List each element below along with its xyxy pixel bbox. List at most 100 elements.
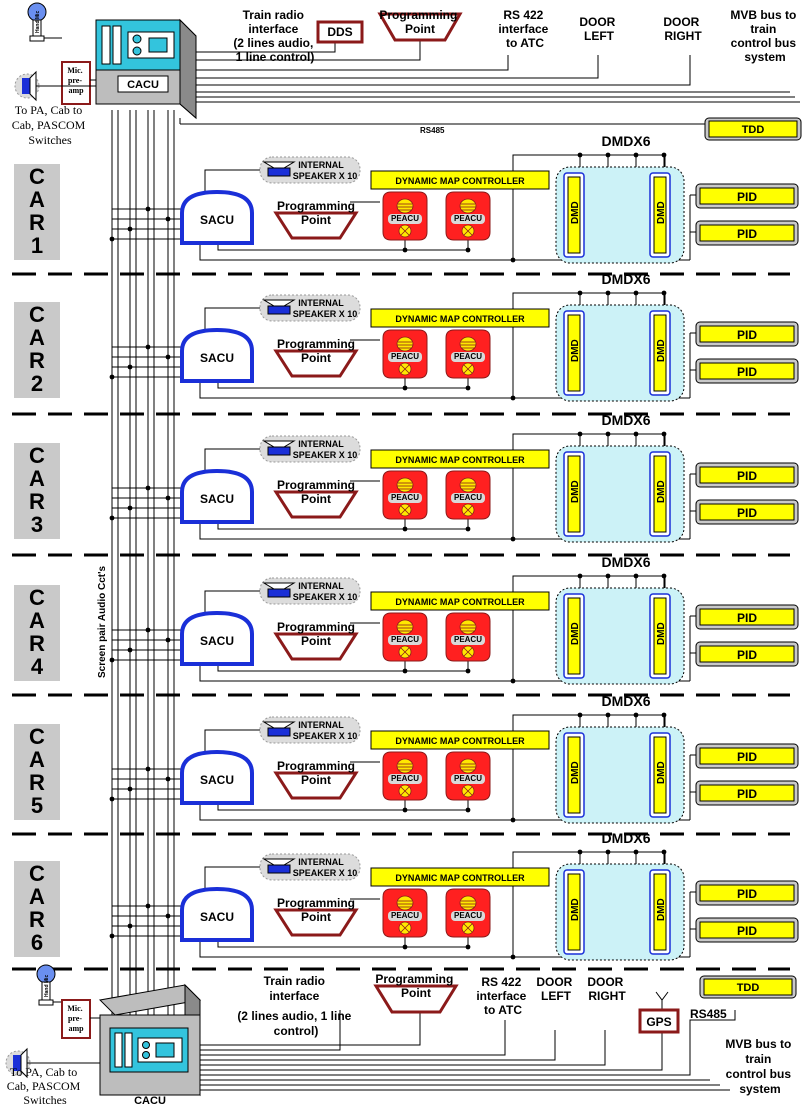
mvb-bottom-4: system	[739, 1082, 780, 1096]
train-radio-top-4: 1 line control)	[236, 50, 315, 64]
peacu-label: PEACU	[454, 911, 482, 920]
sacu-label: SACU	[200, 773, 234, 787]
car-label-letter: 1	[31, 233, 43, 258]
car-label-letter: R	[29, 770, 45, 795]
car-label-letter: A	[29, 608, 45, 633]
dmd-label: DMD	[570, 898, 581, 921]
dmd-label: DMD	[656, 201, 667, 224]
hand-mic-label: Hand Mic	[35, 11, 41, 33]
dynamic-map-controller	[370, 449, 550, 469]
svg-text:Programming Point: Programming Point	[379, 8, 460, 36]
dynamic-map-controller-label: DYNAMIC MAP CONTROLLER	[395, 736, 525, 746]
dynamic-map-controller-label: DYNAMIC MAP CONTROLLER	[395, 597, 525, 607]
car-label-letter: C	[29, 164, 45, 189]
dmd-screen	[567, 873, 581, 951]
pid-label: PID	[737, 887, 757, 901]
dmd-screen	[653, 455, 667, 533]
car-label-letter: A	[29, 325, 45, 350]
programming-point-label-2: Point	[301, 634, 331, 648]
programming-point-top-2: Point	[405, 22, 435, 36]
svg-text:Mic. pre- amp: Mic. pre- amp	[67, 66, 84, 95]
dmd-label: DMD	[656, 761, 667, 784]
mic-preamp-label-1: Mic.	[67, 66, 82, 75]
dmd-label: DMD	[656, 622, 667, 645]
rs422-bottom-3: to ATC	[484, 1003, 522, 1017]
tdd-bottom-box	[703, 978, 793, 996]
pid-label: PID	[737, 190, 757, 204]
car-label-letter: R	[29, 348, 45, 373]
pid-label: PID	[737, 787, 757, 801]
car-label-letter: 4	[31, 654, 44, 679]
svg-text:Train radio interface: Train radio interface (2 lines audio, 1 …	[237, 974, 354, 1038]
internal-speaker-label-2: SPEAKER X 10	[293, 731, 358, 741]
mic-preamp-bottom-2: pre-	[68, 1014, 82, 1023]
dmdx6-label: DMDX6	[601, 133, 650, 149]
car-label-letter: 6	[31, 930, 43, 955]
svg-text:MVB bus to train c: MVB bus to train control bus system	[730, 8, 799, 64]
car-label-box	[14, 585, 60, 681]
train-radio-top-1: Train radio	[243, 8, 304, 22]
peacu-label: PEACU	[391, 493, 419, 502]
sacu-unit	[180, 327, 254, 383]
mvb-bottom-1: MVB bus to	[725, 1037, 791, 1051]
pid-label: PID	[737, 750, 757, 764]
svg-text:DOOR RIGHT: DOOR RIGHT	[663, 15, 702, 43]
speaker-top-note-2: Cab, PASCOM	[12, 118, 86, 132]
mvb-top-1: MVB bus to	[730, 8, 796, 22]
car-label-box	[14, 443, 60, 539]
programming-point-label-2: Point	[301, 213, 331, 227]
cacu-bottom-label: CACU	[134, 1095, 166, 1107]
pid-label: PID	[737, 506, 757, 520]
sacu-unit	[180, 886, 254, 942]
svg-text:To PA, Cab to Cab, PASC: To PA, Cab to Cab, PASCOM Switches	[12, 103, 89, 147]
peacu-label: PEACU	[454, 774, 482, 783]
dynamic-map-controller	[370, 867, 550, 887]
internal-speaker-label-1: INTERNAL	[298, 720, 344, 730]
dynamic-map-controller-label: DYNAMIC MAP CONTROLLER	[395, 176, 525, 186]
car-label-box	[14, 164, 60, 260]
peacu-label: PEACU	[454, 214, 482, 223]
bottom-cab-section: Hand Mic Mic. pre- amp CACU T	[5, 964, 797, 1107]
pid-label: PID	[737, 469, 757, 483]
audio-trunk-lines	[111, 110, 175, 1085]
car-label-letter: C	[29, 302, 45, 327]
programming-point-label-1: Programming	[277, 759, 355, 773]
internal-speaker-label-1: INTERNAL	[298, 857, 344, 867]
mic-preamp-bottom-3: amp	[68, 1024, 84, 1033]
train-radio-bottom-2: interface	[269, 989, 319, 1003]
peacu-label: PEACU	[454, 493, 482, 502]
train-radio-bottom-3: (2 lines audio, 1 line	[237, 1009, 351, 1023]
pid-box	[699, 884, 795, 902]
rs485-top-label: RS485	[420, 126, 445, 135]
car-label-letter: 5	[31, 793, 43, 818]
programming-point	[273, 490, 359, 519]
internal-speaker-label-1: INTERNAL	[298, 160, 344, 170]
pid-box	[699, 224, 795, 242]
mvb-bottom-3: control bus	[726, 1067, 792, 1081]
internal-speaker-label-2: SPEAKER X 10	[293, 592, 358, 602]
dmd-label: DMD	[570, 339, 581, 362]
programming-point	[273, 632, 359, 661]
svg-text:DOOR LEFT: DOOR LEFT	[579, 15, 618, 43]
door-right-bottom-1: DOOR	[587, 975, 623, 989]
sacu-label: SACU	[200, 634, 234, 648]
dmd-label: DMD	[656, 480, 667, 503]
pid-box	[699, 645, 795, 663]
dmd-screen	[653, 736, 667, 814]
speaker-bottom-icon	[5, 1047, 100, 1079]
peacu-label: PEACU	[454, 352, 482, 361]
speaker-top-icon	[14, 70, 96, 102]
dynamic-map-controller-label: DYNAMIC MAP CONTROLLER	[395, 455, 525, 465]
sacu-unit	[180, 189, 254, 245]
dmd-screen	[653, 314, 667, 392]
rs422-top-1: RS 422	[503, 8, 543, 22]
mvb-top-3: control bus	[731, 36, 797, 50]
programming-point-label-2: Point	[301, 351, 331, 365]
svg-text:Programming Point: Programming Point	[375, 972, 456, 1000]
pid-label: PID	[737, 365, 757, 379]
pid-box	[699, 362, 795, 380]
programming-point-label-1: Programming	[277, 478, 355, 492]
programming-point	[273, 211, 359, 240]
